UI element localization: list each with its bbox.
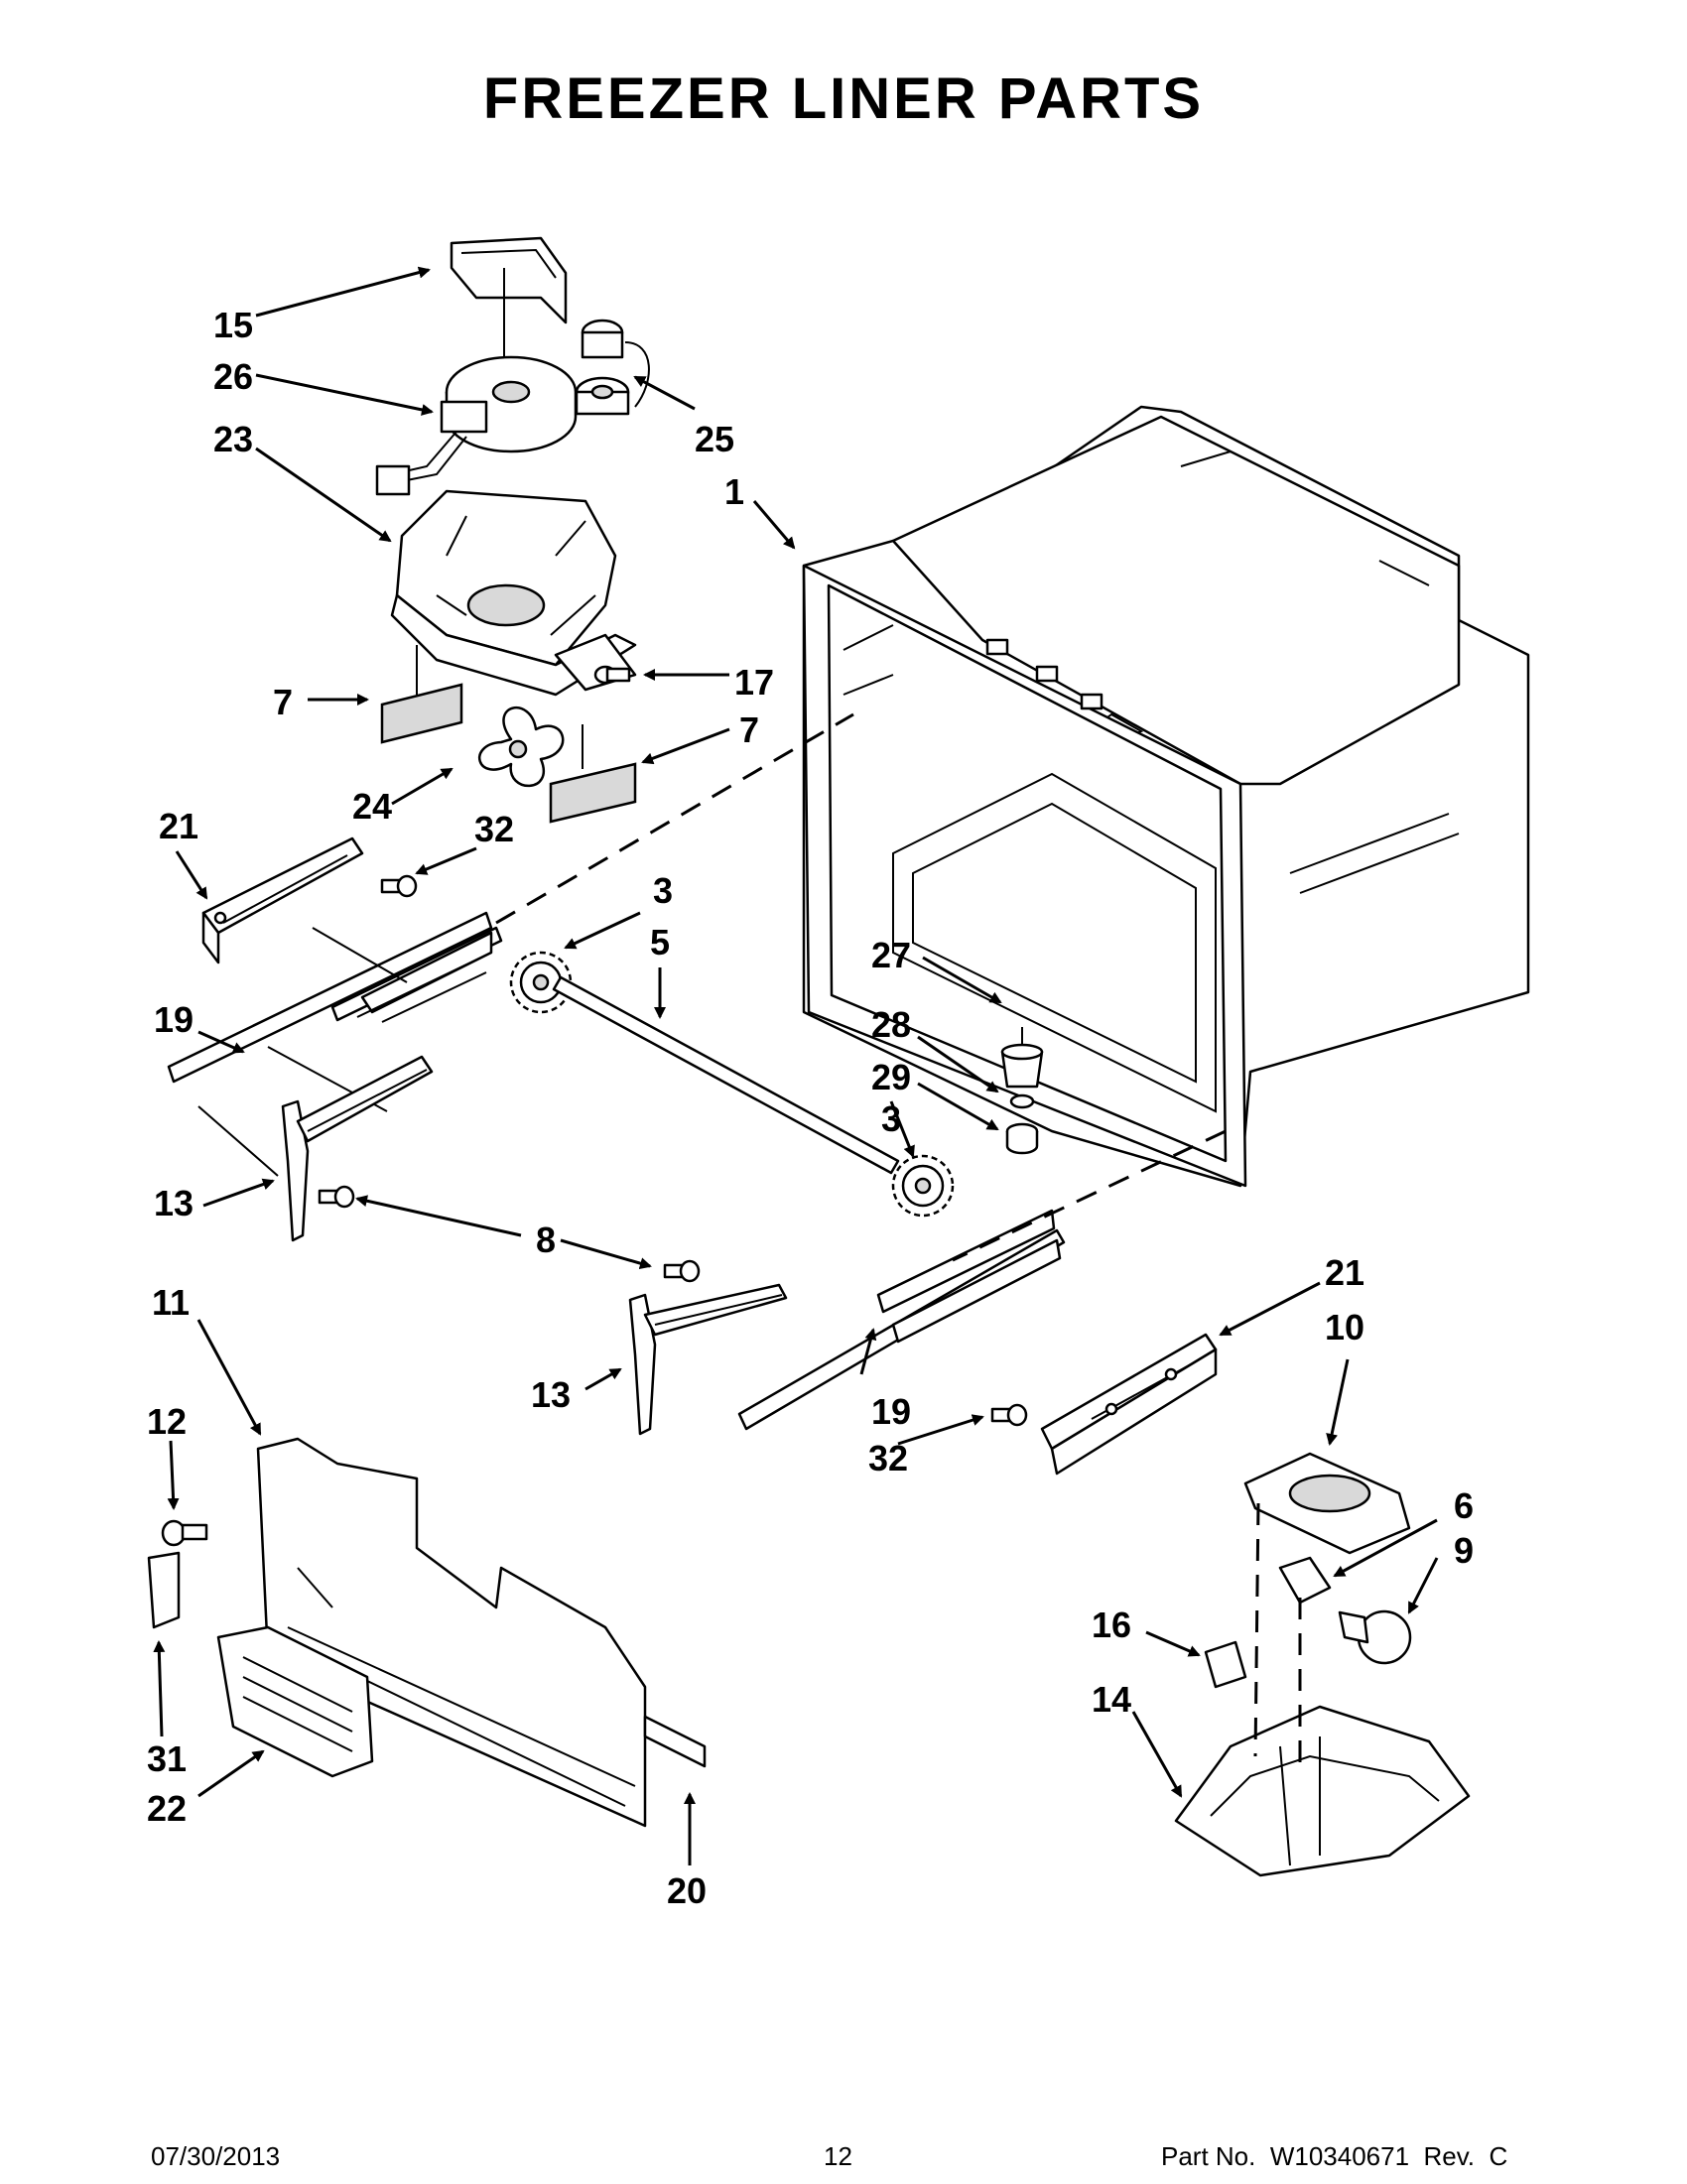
callout-3-top: 3	[653, 870, 673, 911]
callout-26: 26	[213, 356, 253, 397]
leader-lines	[153, 266, 1439, 1865]
light-shield-part	[1243, 1452, 1411, 1555]
slide-rail-right	[737, 1209, 1066, 1431]
cap-part-29	[1005, 1122, 1039, 1155]
footer-page-number: 12	[824, 2141, 852, 2171]
roller-part-27	[1000, 1027, 1044, 1089]
callout-10: 10	[1325, 1307, 1364, 1348]
callout-32-right: 32	[868, 1438, 908, 1478]
footer-part-number: Part No. W10340671 Rev. C	[1161, 2141, 1508, 2171]
callout-1: 1	[724, 471, 744, 512]
screw-part-8-left	[318, 1185, 355, 1209]
rear-cover-panel	[256, 1437, 647, 1828]
sprocket-gear-top	[509, 951, 573, 1014]
callout-14: 14	[1092, 1679, 1131, 1720]
callout-13-right: 13	[531, 1374, 571, 1415]
callout-23: 23	[213, 419, 253, 459]
insulation-pad-right	[549, 762, 637, 824]
light-housing-part	[1174, 1705, 1471, 1877]
strip-part-20	[643, 1715, 707, 1768]
callout-12: 12	[147, 1401, 187, 1442]
callout-20: 20	[667, 1870, 707, 1911]
clip-part-31	[147, 1551, 181, 1629]
callout-13-left: 13	[154, 1183, 194, 1223]
slide-bracket-left	[201, 836, 364, 964]
switch-part-16	[1204, 1640, 1247, 1689]
freezer-liner-part	[802, 405, 1530, 1188]
callout-6: 6	[1454, 1485, 1474, 1526]
callout-21-right: 21	[1325, 1252, 1364, 1293]
callout-27: 27	[871, 935, 911, 975]
grille-part-22	[216, 1625, 374, 1778]
callout-31: 31	[147, 1738, 187, 1779]
callout-29: 29	[871, 1057, 911, 1097]
screw-part-12	[161, 1519, 208, 1547]
slide-rail-left	[167, 911, 503, 1084]
rail-bracket-right	[628, 1283, 788, 1436]
callout-17: 17	[734, 662, 774, 703]
fan-motor-part	[375, 355, 578, 496]
washer-part-28	[1009, 1093, 1035, 1109]
callout-19-left: 19	[154, 999, 194, 1040]
callout-21-left: 21	[159, 806, 198, 846]
callout-22: 22	[147, 1788, 187, 1829]
callout-5: 5	[650, 922, 670, 963]
footer-date: 07/30/2013	[151, 2141, 281, 2171]
screw-part-8-right	[663, 1259, 701, 1283]
damper-assembly-part	[575, 319, 650, 416]
motor-bracket-part	[450, 236, 568, 377]
callout-25: 25	[695, 419, 734, 459]
callout-3-bottom: 3	[881, 1098, 901, 1139]
callout-28: 28	[871, 1004, 911, 1045]
screw-part-32-left	[380, 874, 418, 898]
screw-part-32-right	[990, 1403, 1028, 1427]
callout-7-right: 7	[739, 709, 759, 750]
callout-15: 15	[213, 305, 253, 345]
sprocket-gear-bottom	[891, 1154, 955, 1218]
callout-11: 11	[152, 1282, 190, 1323]
socket-part-6	[1278, 1556, 1332, 1605]
callout-16: 16	[1092, 1605, 1131, 1645]
page-title: FREEZER LINER PARTS	[482, 66, 1205, 131]
callout-8: 8	[536, 1220, 556, 1260]
slide-bracket-right	[1040, 1333, 1218, 1476]
callout-32-left: 32	[474, 809, 514, 849]
callout-19-right: 19	[871, 1391, 911, 1432]
fan-housing-part	[390, 489, 637, 697]
crossbar-shaft	[552, 975, 900, 1175]
fan-blade-part	[478, 706, 565, 788]
callout-7-left: 7	[273, 682, 293, 722]
rail-bracket-left	[281, 1055, 434, 1242]
screw-part-17	[593, 665, 631, 685]
insulation-pad-left	[380, 683, 463, 744]
callout-24: 24	[352, 786, 392, 827]
callout-9: 9	[1454, 1530, 1474, 1571]
light-bulb-part	[1338, 1609, 1412, 1665]
